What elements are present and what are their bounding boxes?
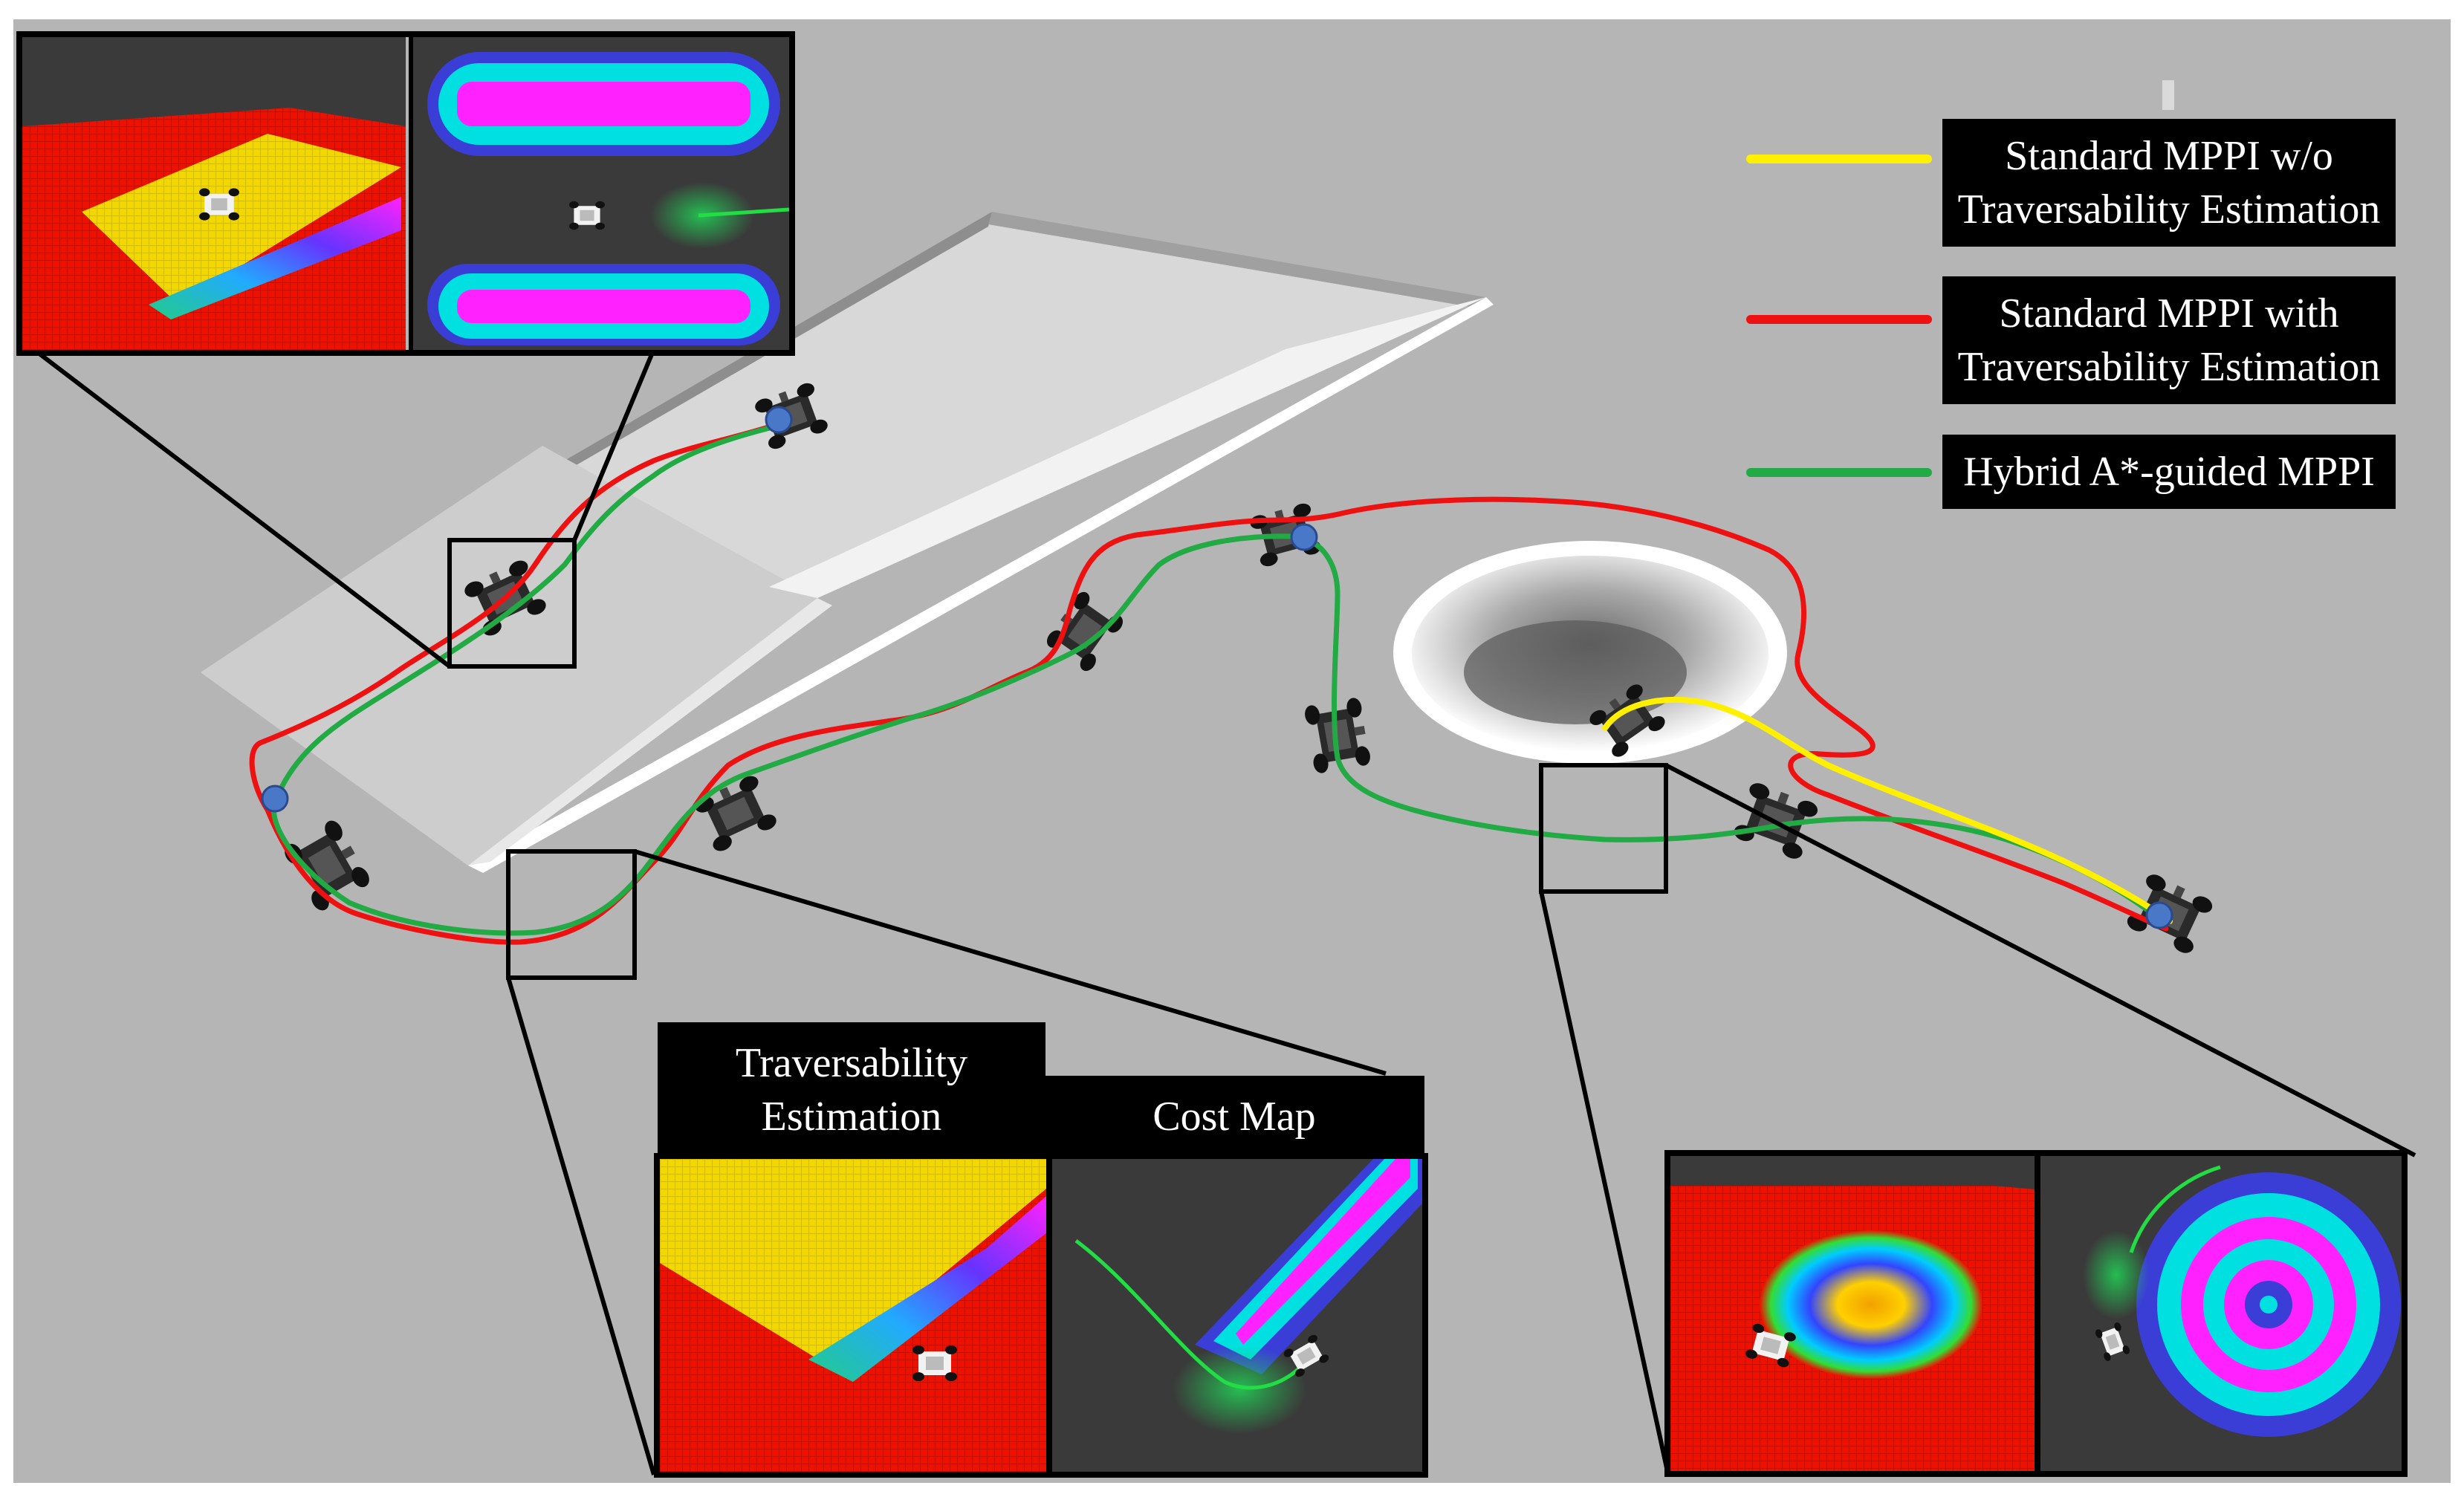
legend-label-hybrid-a-star: Hybrid A*-guided MPPI [1942,435,2396,509]
trajectory-standard-mppi-with-traversability [249,420,2169,945]
inset-crater [1664,1150,2408,1477]
waypoints [261,406,2173,929]
legend-swatch-green [1746,468,1932,477]
zoom-indicators [32,347,2416,1475]
legend-swatch-yellow [1746,155,1932,163]
trajectory-standard-mppi-without-traversability [1602,696,2173,924]
zoom-box-ramp-bottom [506,849,637,980]
label-cost-map: Cost Map [1044,1076,1424,1157]
crater-traversability [1760,1230,1982,1379]
inset-ramp-bottom [654,1153,1428,1478]
inset-crater-graphics [1670,1156,2402,1471]
legend-label-standard-mppi-without: Standard MPPI w/o Traversability Estimat… [1942,119,2396,247]
trajectories [249,420,2173,945]
inset-ramp-bottom-graphics [660,1159,1422,1472]
legend-swatch-red [1746,315,1932,324]
inset-ramp-top-graphics [22,37,789,350]
waypoint [261,785,289,813]
zoom-box-crater [1539,763,1668,894]
legend-label-standard-mppi-with: Standard MPPI with Traversability Estima… [1942,276,2396,404]
waypoint [765,406,793,434]
inset-ramp-top [16,31,795,356]
distant-marker [2162,80,2174,110]
zoom-box-ramp-top [447,538,577,669]
mppi-samples [1173,1345,1306,1434]
crater [1393,541,1787,764]
mppi-samples [2083,1230,2150,1319]
trajectory-hybrid-a-star-mppi [271,424,2165,936]
label-traversability-estimation: Traversability Estimation [658,1022,1045,1157]
waypoint [2145,901,2173,929]
waypoint [1290,523,1318,551]
